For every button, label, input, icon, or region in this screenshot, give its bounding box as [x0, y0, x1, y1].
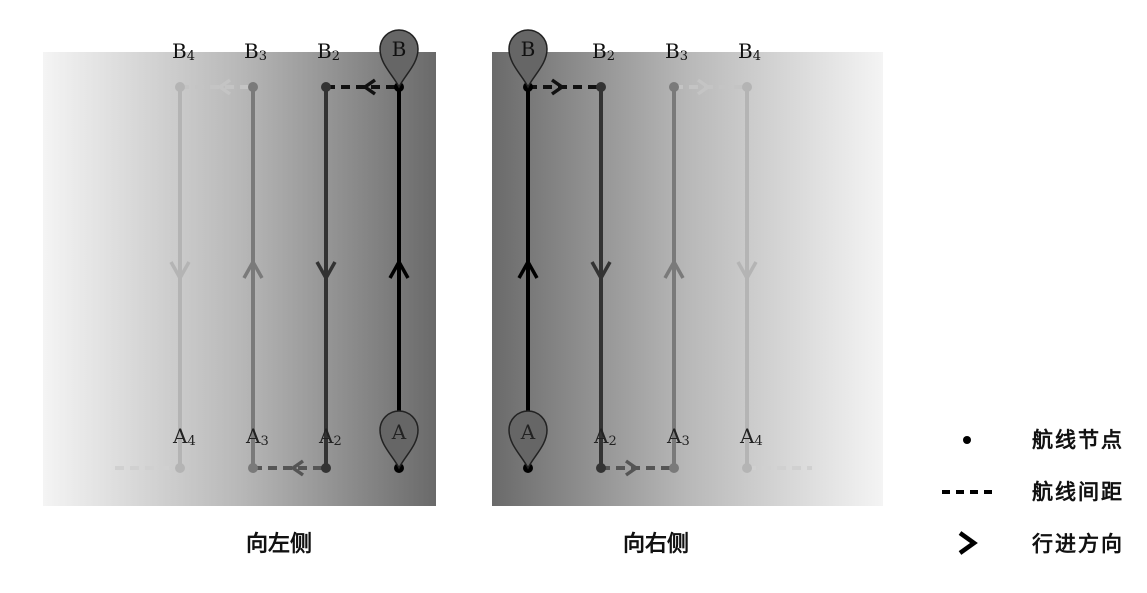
chevron-right-icon — [696, 78, 712, 96]
left-panel: B4 B3 B2 B A4 A3 A2 A 向左侧 — [115, 29, 419, 557]
route-node — [321, 82, 331, 92]
left-panel-background — [43, 52, 436, 506]
node-label: A — [391, 420, 407, 444]
panel-caption: 向左侧 — [246, 531, 312, 557]
route-node — [175, 463, 185, 473]
chevron-down-icon — [590, 261, 612, 282]
route-node — [596, 82, 606, 92]
panel-caption: 向右侧 — [623, 531, 689, 557]
node-label: A4 — [739, 424, 763, 449]
node-label: B3 — [665, 39, 688, 64]
legend-label-node: 航线节点 — [1032, 428, 1124, 452]
chevron-up-icon — [517, 258, 539, 279]
node-label: B3 — [244, 39, 267, 64]
dot-icon — [963, 436, 971, 444]
chevron-left-icon — [289, 459, 305, 477]
chevron-up-icon — [388, 258, 410, 279]
node-label: B — [392, 37, 407, 61]
chevron-up-icon — [242, 258, 264, 279]
map-pin-icon — [508, 410, 548, 470]
route-node — [321, 463, 331, 473]
chevron-up-icon — [663, 258, 685, 279]
chevron-down-icon — [736, 261, 758, 282]
node-label: A3 — [245, 424, 269, 449]
route-node — [742, 82, 752, 92]
right-panel-background — [492, 52, 883, 506]
node-label: A3 — [666, 424, 690, 449]
chevron-down-icon — [169, 261, 191, 282]
map-pin-icon — [379, 410, 419, 470]
legend-label-direction: 行进方向 — [1031, 532, 1124, 556]
map-pin-icon — [508, 29, 548, 89]
chevron-down-icon — [315, 261, 337, 282]
node-label: A4 — [172, 424, 196, 449]
route-node — [248, 463, 258, 473]
right-panel: B B2 B3 B4 A A2 A3 A4 向右侧 — [508, 29, 812, 557]
node-label: A2 — [593, 424, 617, 449]
node-label: B2 — [592, 39, 615, 64]
chevron-left-icon — [361, 78, 377, 96]
route-node — [742, 463, 752, 473]
chevron-left-icon — [216, 78, 232, 96]
route-node — [596, 463, 606, 473]
node-label: B4 — [738, 39, 761, 64]
node-label: B4 — [172, 39, 195, 64]
node-label: B — [521, 37, 536, 61]
node-label: A2 — [318, 424, 342, 449]
legend: 航线节点 航线间距 行进方向 — [942, 428, 1124, 556]
legend-label-spacing: 航线间距 — [1032, 480, 1124, 504]
route-node — [669, 82, 679, 92]
route-node — [248, 82, 258, 92]
chevron-right-icon — [958, 531, 978, 555]
route-node — [669, 463, 679, 473]
map-pin-icon — [379, 29, 419, 89]
chevron-right-icon — [624, 459, 640, 477]
route-node — [175, 82, 185, 92]
node-label: B2 — [317, 39, 340, 64]
node-label: A — [520, 420, 536, 444]
chevron-right-icon — [550, 78, 566, 96]
